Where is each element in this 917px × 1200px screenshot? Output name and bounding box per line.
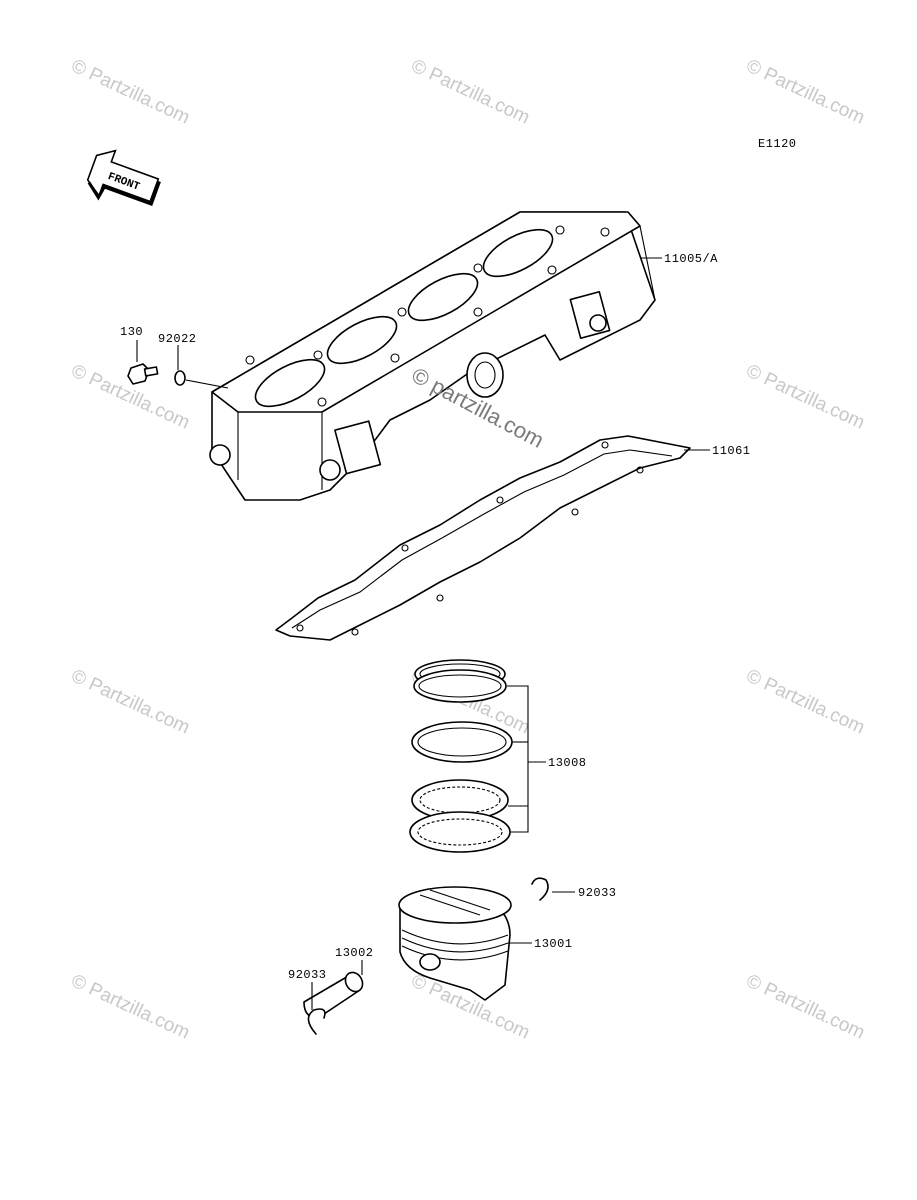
bolt[interactable] xyxy=(127,363,159,385)
callout-snap-ring-left[interactable]: 92033 xyxy=(288,968,327,982)
callout-piston[interactable]: 13001 xyxy=(534,937,573,951)
watermark-text: © Partzilla.com xyxy=(68,970,193,1043)
snap-ring-right[interactable] xyxy=(531,877,549,901)
watermark-text: © Partzilla.com xyxy=(408,55,533,128)
watermark-text: © Partzilla.com xyxy=(743,665,868,738)
front-arrow-icon: FRONT xyxy=(86,149,161,207)
callout-piston-ring-set[interactable]: 13008 xyxy=(548,756,587,770)
watermark-text: © Partzilla.com xyxy=(68,55,193,128)
callout-cylinder-gasket[interactable]: 11061 xyxy=(712,444,751,458)
piston[interactable] xyxy=(398,886,512,1001)
callout-cylinder-block[interactable]: 11005/A xyxy=(664,252,718,266)
cylinder-gasket[interactable] xyxy=(275,435,691,641)
watermark-text: © Partzilla.com xyxy=(68,665,193,738)
cylinder-block[interactable] xyxy=(209,211,656,501)
piston-ring-set[interactable] xyxy=(409,659,513,853)
callout-snap-ring-right[interactable]: 92033 xyxy=(578,886,617,900)
watermark-text: © Partzilla.com xyxy=(743,55,868,128)
snap-ring-left[interactable] xyxy=(307,1008,326,1035)
callout-piston-pin[interactable]: 13002 xyxy=(335,946,374,960)
watermark-text: © Partzilla.com xyxy=(743,360,868,433)
watermark-text: © Partzilla.com xyxy=(743,970,868,1043)
callout-washer[interactable]: 92022 xyxy=(158,332,197,346)
leader-lines xyxy=(136,257,710,1010)
piston-pin[interactable] xyxy=(303,969,366,1019)
callout-bolt[interactable]: 130 xyxy=(120,325,143,339)
diagram-code: E1120 xyxy=(758,137,797,151)
washer[interactable] xyxy=(174,370,186,386)
